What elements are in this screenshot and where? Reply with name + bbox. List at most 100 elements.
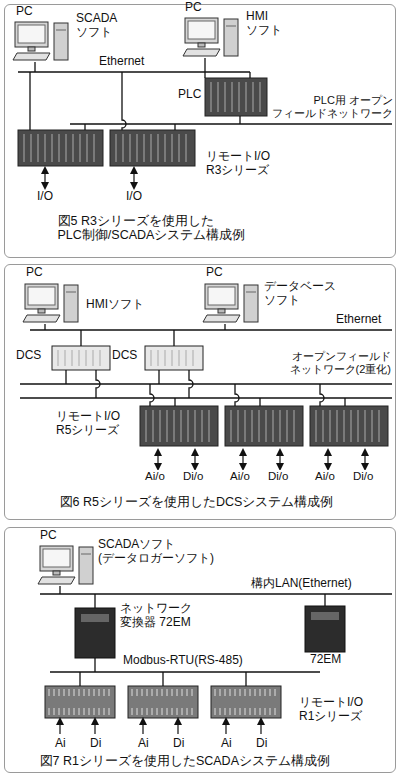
network-label: Ai/o xyxy=(144,470,166,483)
drop-wire xyxy=(44,324,45,330)
network-label: Ai xyxy=(54,737,67,751)
device-node: ネットワーク 変換器 72EM xyxy=(73,606,113,656)
network-label: I/O xyxy=(36,190,54,204)
drop-wire xyxy=(249,72,250,78)
rack-unit xyxy=(18,130,103,166)
drop-wire xyxy=(245,672,246,686)
signal-arrow xyxy=(194,452,195,467)
device-node: DCS xyxy=(50,344,108,368)
device-label: 図6 R5シリーズを使用したDCSシステム構成例 xyxy=(60,495,334,509)
figure-panel: 図5 R3シリーズを使用した PLC制御/SCADAシステム構成例 PC SCADA… xyxy=(4,4,396,258)
ethernet-bus xyxy=(18,71,250,72)
device-node: PCデータベース ソフト xyxy=(203,282,257,322)
signal-arrow xyxy=(44,170,45,186)
drop-wire xyxy=(224,324,225,330)
ethernet-bus xyxy=(30,329,392,330)
converter-unit xyxy=(75,608,115,658)
drop-wire xyxy=(59,586,60,594)
pc-icon xyxy=(23,284,78,322)
drop-wire xyxy=(239,116,240,124)
device-label: ネットワーク 変換器 72EM xyxy=(120,602,200,630)
device-label: データベース ソフト xyxy=(264,280,344,308)
drop-wire xyxy=(173,330,174,346)
drop-wire xyxy=(79,672,80,686)
signal-arrow xyxy=(157,452,158,467)
network-label: Modbus-RTU(RS-485) xyxy=(122,654,244,668)
signal-arrow xyxy=(260,721,261,734)
signal-arrow xyxy=(94,721,95,734)
pc-icon xyxy=(13,22,68,60)
drop-wire xyxy=(65,370,66,384)
device-label: PC xyxy=(185,1,202,15)
rack-unit xyxy=(52,346,110,370)
drop-wire xyxy=(204,58,205,78)
rack-unit xyxy=(145,346,203,370)
lan-bus xyxy=(40,593,392,594)
device-node: PCHMI ソフト xyxy=(183,16,237,56)
network-label: Ethernet xyxy=(98,55,145,69)
device-label: 72EM xyxy=(310,653,341,667)
device-label: PC xyxy=(206,266,223,280)
drop-wire xyxy=(174,398,175,406)
device-node: PLC xyxy=(203,76,265,114)
drop-wire xyxy=(320,384,324,406)
rack-unit xyxy=(310,406,388,446)
network-label: リモートI/O R3シリーズ xyxy=(205,150,292,178)
network-label: Di xyxy=(89,737,102,751)
device-label: PC xyxy=(16,5,33,19)
network-label: Di xyxy=(255,737,268,751)
drop-wire xyxy=(150,384,154,406)
signal-arrow xyxy=(142,721,143,734)
network-label: Ai/o xyxy=(229,470,251,483)
drop-wire xyxy=(158,370,159,384)
device-label: 図5 R3シリーズを使用した PLC制御/SCADAシステム構成例 xyxy=(58,214,256,243)
rack-unit xyxy=(140,406,218,446)
drop-wire xyxy=(80,330,81,346)
network-label: リモートI/O R1シリーズ xyxy=(298,696,380,724)
drop-wire xyxy=(34,62,35,72)
device-label: HMIソフト xyxy=(86,298,144,312)
network-label: Di/o xyxy=(182,470,204,483)
device-node: PCHMIソフト xyxy=(23,282,77,322)
drop-wire xyxy=(122,72,126,130)
drop-wire xyxy=(94,594,95,608)
pc-icon xyxy=(203,284,258,322)
network-label: Ai/o xyxy=(314,470,336,483)
device-label: PC xyxy=(26,266,43,280)
device-label: SCADA ソフト xyxy=(76,12,126,40)
network-label: リモートI/O R5シリーズ xyxy=(55,410,137,438)
fieldbus xyxy=(70,123,392,124)
signal-arrow xyxy=(279,452,280,467)
network-label: Di xyxy=(172,737,185,751)
device-label: PLC xyxy=(178,88,201,102)
network-label: Ai xyxy=(220,737,233,751)
network-label: Ai xyxy=(137,737,150,751)
r1-module xyxy=(128,686,198,718)
network-label: 構内LAN(Ethernet) xyxy=(250,577,353,591)
drop-wire xyxy=(84,124,85,130)
drop-wire xyxy=(94,658,95,672)
network-label: Ethernet xyxy=(335,313,382,327)
device-label: PC xyxy=(40,529,57,543)
drop-wire xyxy=(324,594,325,606)
device-node: PCSCADAソフト (データロガーソフト) xyxy=(38,544,92,584)
device-label: 図7 R1シリーズを使用したSCADAシステム構成例 xyxy=(40,754,330,768)
device-label: DCS xyxy=(16,349,41,363)
network-label: オープンフィールド ネットワーク(2重化) xyxy=(266,350,392,375)
device-node: DCS xyxy=(143,344,201,368)
pc-icon xyxy=(183,18,238,56)
signal-arrow xyxy=(327,452,328,467)
network-label: Di/o xyxy=(352,470,374,483)
signal-arrow xyxy=(177,721,178,734)
rack-unit xyxy=(110,130,195,166)
device-label: SCADAソフト (データロガーソフト) xyxy=(98,538,238,566)
drop-wire xyxy=(96,370,100,398)
device-label: DCS xyxy=(112,349,137,363)
fieldbus xyxy=(20,397,392,398)
rack-unit xyxy=(205,78,267,116)
fieldbus xyxy=(20,383,392,384)
device-node: 72EM xyxy=(303,604,343,650)
signal-arrow xyxy=(242,452,243,467)
drop-wire xyxy=(174,124,175,130)
